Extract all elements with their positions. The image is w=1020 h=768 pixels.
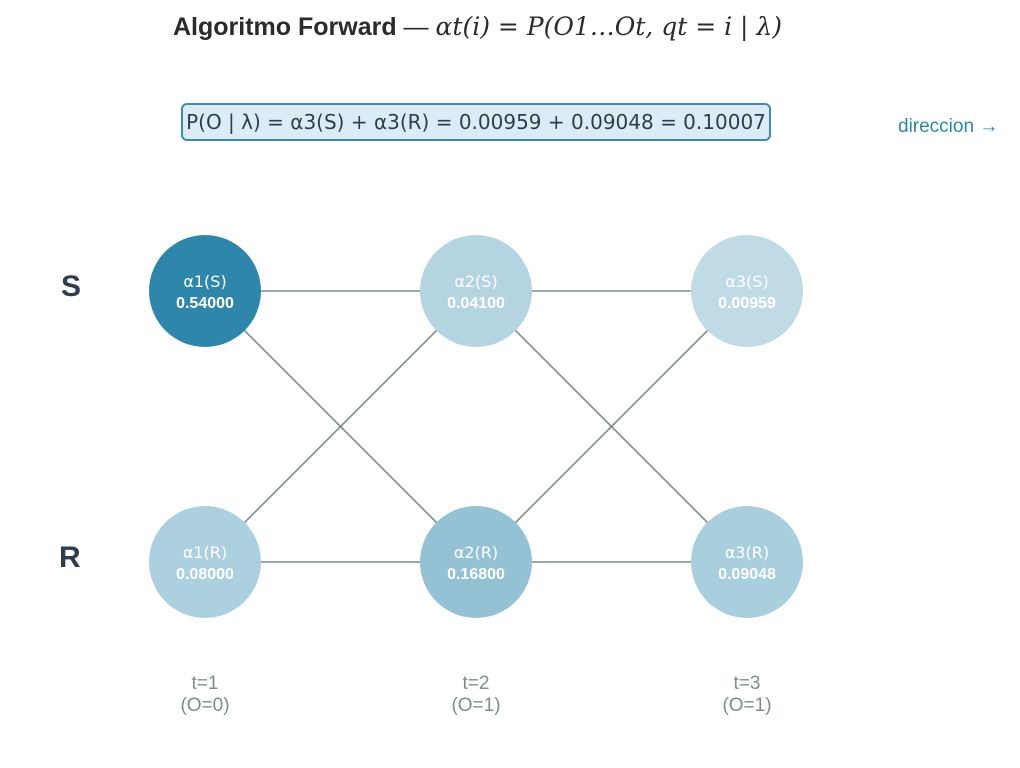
node-circle	[149, 506, 261, 618]
node-name: α1(S)	[183, 272, 226, 291]
node-value: 0.54000	[176, 295, 234, 312]
time-step: t=2	[462, 673, 490, 694]
node-name: α1(R)	[183, 543, 227, 562]
time-step: t=1	[191, 673, 219, 694]
observation: (O=1)	[722, 695, 772, 716]
node-alpha3-r: α3(R) 0.09048	[691, 506, 803, 618]
state-label-s: S	[61, 270, 82, 303]
node-circle	[691, 506, 803, 618]
result-formula: P(O | λ) = α3(S) + α3(R) = 0.00959 + 0.0…	[186, 110, 766, 134]
right-arrow-icon: →	[979, 116, 999, 137]
title-formula: αt(i) = P(O1…Ot, qt = i | λ)	[435, 12, 782, 41]
time-step: t=3	[733, 673, 761, 694]
node-value: 0.09048	[718, 566, 776, 583]
time-label-2: t=2 (O=1)	[416, 673, 536, 717]
observation: (O=0)	[180, 695, 230, 716]
node-alpha1-r: α1(R) 0.08000	[149, 506, 261, 618]
time-label-3: t=3 (O=1)	[687, 673, 807, 717]
state-label-r: R	[59, 541, 81, 574]
node-value: 0.16800	[447, 566, 505, 583]
node-circle	[420, 506, 532, 618]
node-circle	[420, 235, 532, 347]
title-dash: —	[396, 13, 436, 41]
node-name: α3(R)	[725, 543, 769, 562]
page-title: Algoritmo Forward — αt(i) = P(O1…Ot, qt …	[0, 12, 955, 42]
node-alpha3-s: α3(S) 0.00959	[691, 235, 803, 347]
node-alpha2-s: α2(S) 0.04100	[420, 235, 532, 347]
node-alpha2-r: α2(R) 0.16800	[420, 506, 532, 618]
node-name: α2(R)	[454, 543, 498, 562]
node-value: 0.00959	[718, 295, 776, 312]
node-circle	[149, 235, 261, 347]
node-circle	[691, 235, 803, 347]
direction-text: direccion	[898, 116, 975, 137]
direction-label: direccion →	[898, 116, 998, 138]
node-name: α2(S)	[454, 272, 497, 291]
edge-r1-s2	[204, 290, 477, 563]
node-name: α3(S)	[725, 272, 768, 291]
title-main: Algoritmo Forward	[173, 13, 397, 41]
node-alpha1-s: α1(S) 0.54000	[149, 235, 261, 347]
edge-r2-s3	[475, 290, 748, 563]
node-value: 0.08000	[176, 566, 234, 583]
time-label-1: t=1 (O=0)	[145, 673, 265, 717]
observation: (O=1)	[451, 695, 501, 716]
node-value: 0.04100	[447, 295, 505, 312]
result-formula-box: P(O | λ) = α3(S) + α3(R) = 0.00959 + 0.0…	[181, 103, 771, 141]
